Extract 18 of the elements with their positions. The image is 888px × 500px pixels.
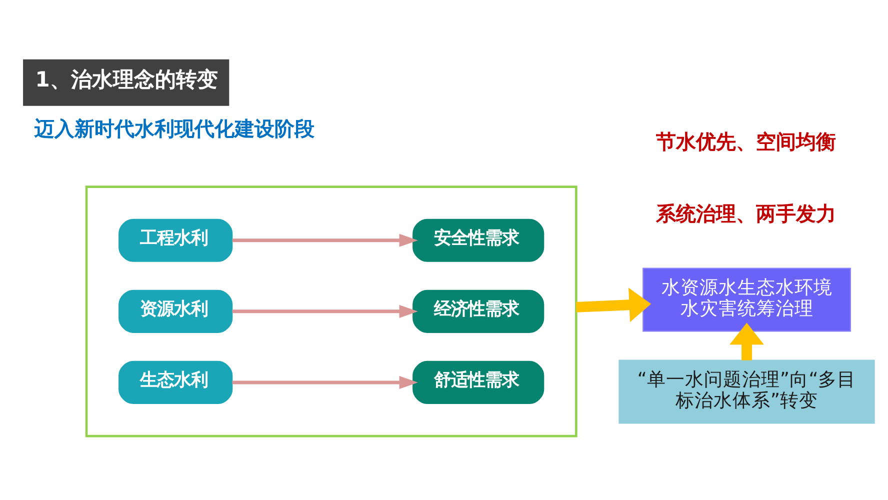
- arrow: [232, 376, 418, 389]
- arrow: [576, 288, 652, 322]
- arrow: [232, 234, 418, 247]
- label: 系统治理、两手发力: [656, 202, 836, 226]
- label: 节水优先、空间均衡: [656, 130, 836, 154]
- node-box: “单一水问题治理”向“多目标治水体系”转变: [618, 360, 875, 424]
- arrow: [730, 322, 764, 360]
- node-box: 舒适性需求: [412, 360, 544, 404]
- node-box: 资源水利: [118, 290, 233, 333]
- arrow: [232, 304, 418, 318]
- label: 迈入新时代水利现代化建设阶段: [34, 118, 315, 141]
- cluster: [85, 186, 578, 438]
- diagram-title: 1、治水理念的转变: [35, 68, 218, 92]
- node-box: 安全性需求: [412, 218, 544, 262]
- node-box: 经济性需求: [412, 290, 544, 333]
- node-box: 生态水利: [118, 360, 233, 404]
- node-box: 工程水利: [118, 218, 233, 262]
- node-box: 水资源水生态水环境水灾害统筹治理: [642, 268, 851, 332]
